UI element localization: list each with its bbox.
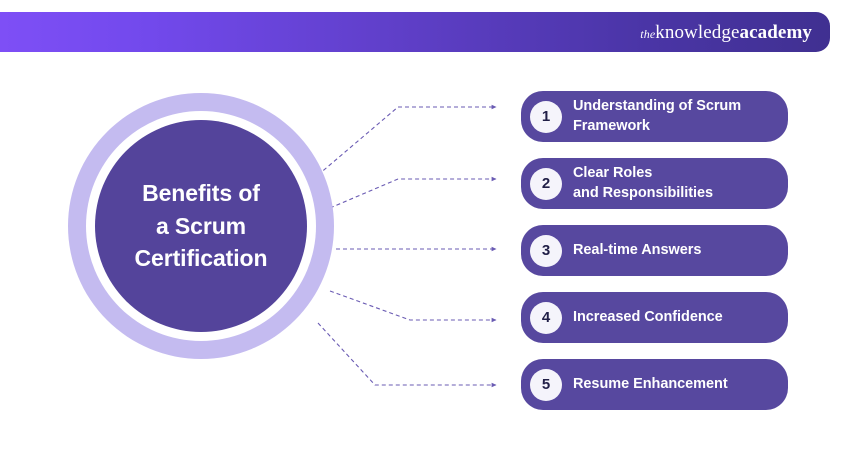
list-item[interactable]: 3 Real-time Answers (521, 225, 788, 276)
brand-logo-knowledge: knowledge (655, 21, 740, 43)
item-label: Understanding of Scrum Framework (573, 98, 742, 134)
list-item[interactable]: 1 Understanding of Scrum Framework (521, 91, 788, 142)
connector-5 (317, 322, 497, 388)
item-number-badge: 2 (530, 167, 562, 200)
connector-2 (329, 176, 497, 209)
brand-logo-the: the (640, 26, 656, 41)
center-hub: Benefits of a Scrum Certification (68, 93, 334, 359)
item-label: Resume Enhancement (573, 375, 728, 392)
benefits-list: 1 Understanding of Scrum Framework 2 Cle… (521, 91, 788, 410)
item-label: Increased Confidence (573, 308, 723, 325)
item-number-badge: 5 (530, 368, 562, 401)
header-bar: theknowledgeacademy (0, 12, 830, 52)
brand-logo-academy: academy (739, 21, 812, 43)
brand-logo: theknowledgeacademy (640, 23, 812, 42)
item-number-badge: 4 (530, 301, 562, 334)
hub-title: Benefits of a Scrum Certification (134, 180, 268, 272)
connector-4 (329, 290, 497, 323)
list-item[interactable]: 4 Increased Confidence (521, 292, 788, 343)
item-label: Clear Roles and Responsibilities (573, 165, 713, 201)
item-label: Real-time Answers (573, 241, 702, 258)
hub-core-circle: Benefits of a Scrum Certification (95, 120, 307, 332)
item-number-badge: 3 (530, 234, 562, 267)
list-item[interactable]: 5 Resume Enhancement (521, 359, 788, 410)
item-number-badge: 1 (530, 100, 562, 133)
connector-1 (317, 104, 497, 176)
list-item[interactable]: 2 Clear Roles and Responsibilities (521, 158, 788, 209)
